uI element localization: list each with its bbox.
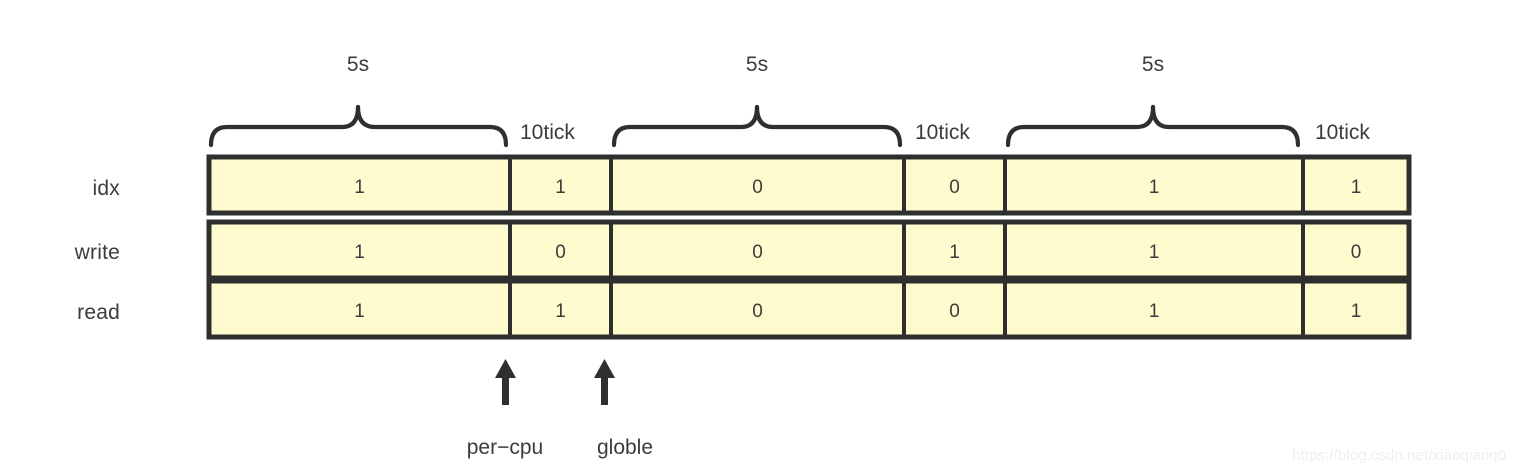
cell-write-6: 0 (1350, 242, 1362, 263)
cell-idx-4: 0 (949, 177, 960, 198)
cell-read-2: 1 (555, 301, 566, 322)
watermark: https://blog.csdn.net/xiaoqiaoq0 (1292, 447, 1507, 464)
row-label-read: read (77, 301, 120, 324)
row-label-idx: idx (92, 177, 120, 200)
cell-write-4: 1 (949, 242, 960, 263)
cell-read-4: 0 (949, 301, 960, 322)
annotation-globle: globle (596, 436, 654, 459)
cell-read-1: 1 (354, 301, 365, 322)
cell-write-3: 0 (752, 242, 763, 263)
row-label-write: write (74, 241, 120, 264)
cell-idx-5: 1 (1148, 177, 1160, 198)
cell-idx-6: 1 (1350, 177, 1362, 198)
brace-label-5s-3: 5s (1141, 53, 1165, 76)
cell-idx-1: 1 (354, 177, 365, 198)
cell-read-6: 1 (1350, 301, 1362, 322)
cell-write-2: 0 (555, 242, 566, 263)
tick-label-3: 10tick (1315, 121, 1370, 144)
brace-label-5s-1: 5s (346, 53, 370, 76)
tick-label-2: 10tick (915, 121, 970, 144)
cell-write-5: 1 (1148, 242, 1160, 263)
cell-write-1: 1 (354, 242, 365, 263)
cell-idx-2: 1 (555, 177, 566, 198)
annotation-per-cpu: per−cpu (466, 436, 544, 459)
cell-read-5: 1 (1148, 301, 1160, 322)
cell-idx-3: 0 (752, 177, 763, 198)
brace-label-5s-2: 5s (745, 53, 769, 76)
tick-label-1: 10tick (520, 121, 575, 144)
cell-read-3: 0 (752, 301, 763, 322)
